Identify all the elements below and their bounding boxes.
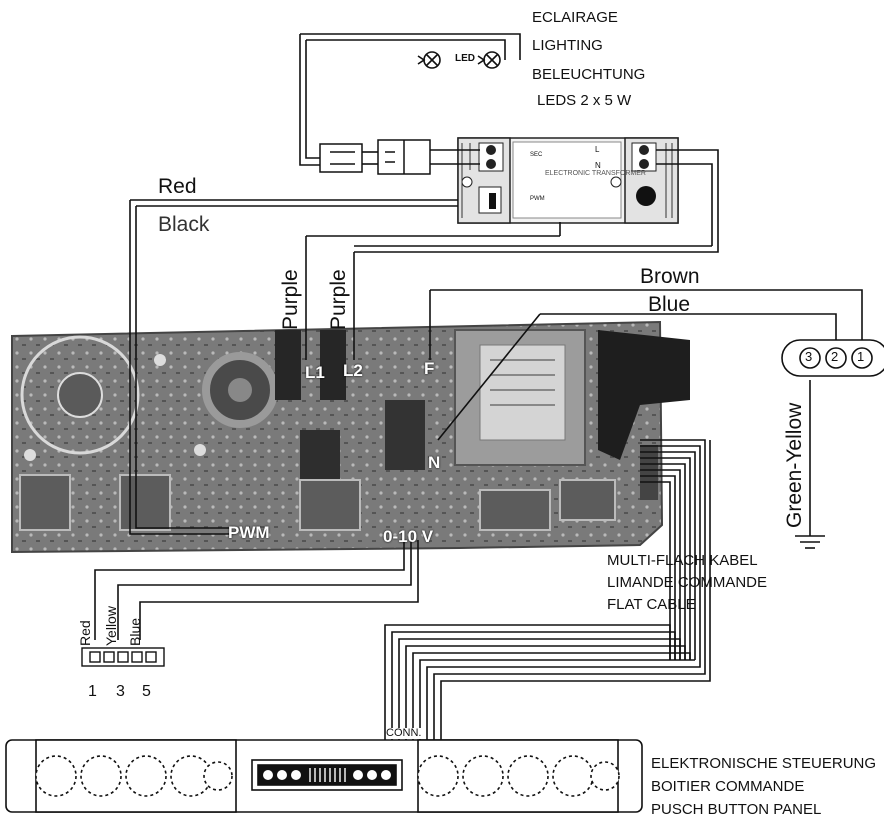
wire-label-brown: Brown [640,265,700,288]
conn-num-5: 5 [142,683,151,700]
conn-label-yellow: Yellow [103,606,119,646]
wire-label-blue: Blue [648,293,691,316]
transformer-n: N [595,161,601,170]
wire-label-black: Black [158,213,210,236]
plug-terminal-3: 3 [805,349,813,364]
leds-label: LEDS 2 x 5 W [537,92,632,109]
lighting-label-de: BELEUCHTUNG [532,66,646,83]
panel-label-fr: BOITIER COMMANDE [651,778,805,795]
panel-label-de: ELEKTRONISCHE STEUERUNG [651,755,877,772]
wire-label-red: Red [158,175,197,198]
conn-num-1: 1 [88,683,97,700]
lighting-label-fr: ECLAIRAGE [532,9,618,26]
transformer-name: ELECTRONIC TRANSFORMER [545,170,646,177]
flat-cable-label-de: MULTI-FLACH KABEL [607,552,758,569]
panel-label-en: PUSCH BUTTON PANEL [651,801,822,818]
pin-label-0-10v: 0-10 V [383,527,434,546]
pin-label-n: N [428,453,441,472]
lamp-connector [319,139,431,175]
plug-terminal-1: 1 [857,349,865,364]
plug-terminal-2: 2 [831,349,839,364]
wire-label-purple-1: Purple [279,269,302,330]
pin-label-pwm: PWM [228,523,270,542]
transformer-sec: SEC [530,152,543,158]
transformer-pwm: PWM [530,196,545,202]
conn-label-blue: Blue [127,617,143,646]
flat-cable-label-fr: LIMANDE COMMANDE [607,574,768,591]
conn-label-red: Red [77,620,93,646]
wire-label-green-yellow: Green-Yellow [783,402,806,528]
pin-label-l2: L2 [343,361,363,380]
transformer-l: L [595,145,600,154]
wires [94,33,863,740]
dimmer-connector [81,647,165,667]
lighting-label-en: LIGHTING [532,37,603,54]
wire-label-purple-2: Purple [327,269,350,330]
control-board [11,320,690,554]
electronic-transformer [457,137,679,224]
pin-label-l1: L1 [305,363,325,382]
mains-plug [781,339,884,377]
pin-label-f: F [424,359,435,378]
push-button-panel [5,739,643,813]
conn-num-3: 3 [116,683,125,700]
led-lamps [417,51,501,69]
led-tag: LED [455,53,475,64]
flat-cable-label-en: FLAT CABLE [607,596,696,613]
conn-label: CONN. [386,727,422,739]
